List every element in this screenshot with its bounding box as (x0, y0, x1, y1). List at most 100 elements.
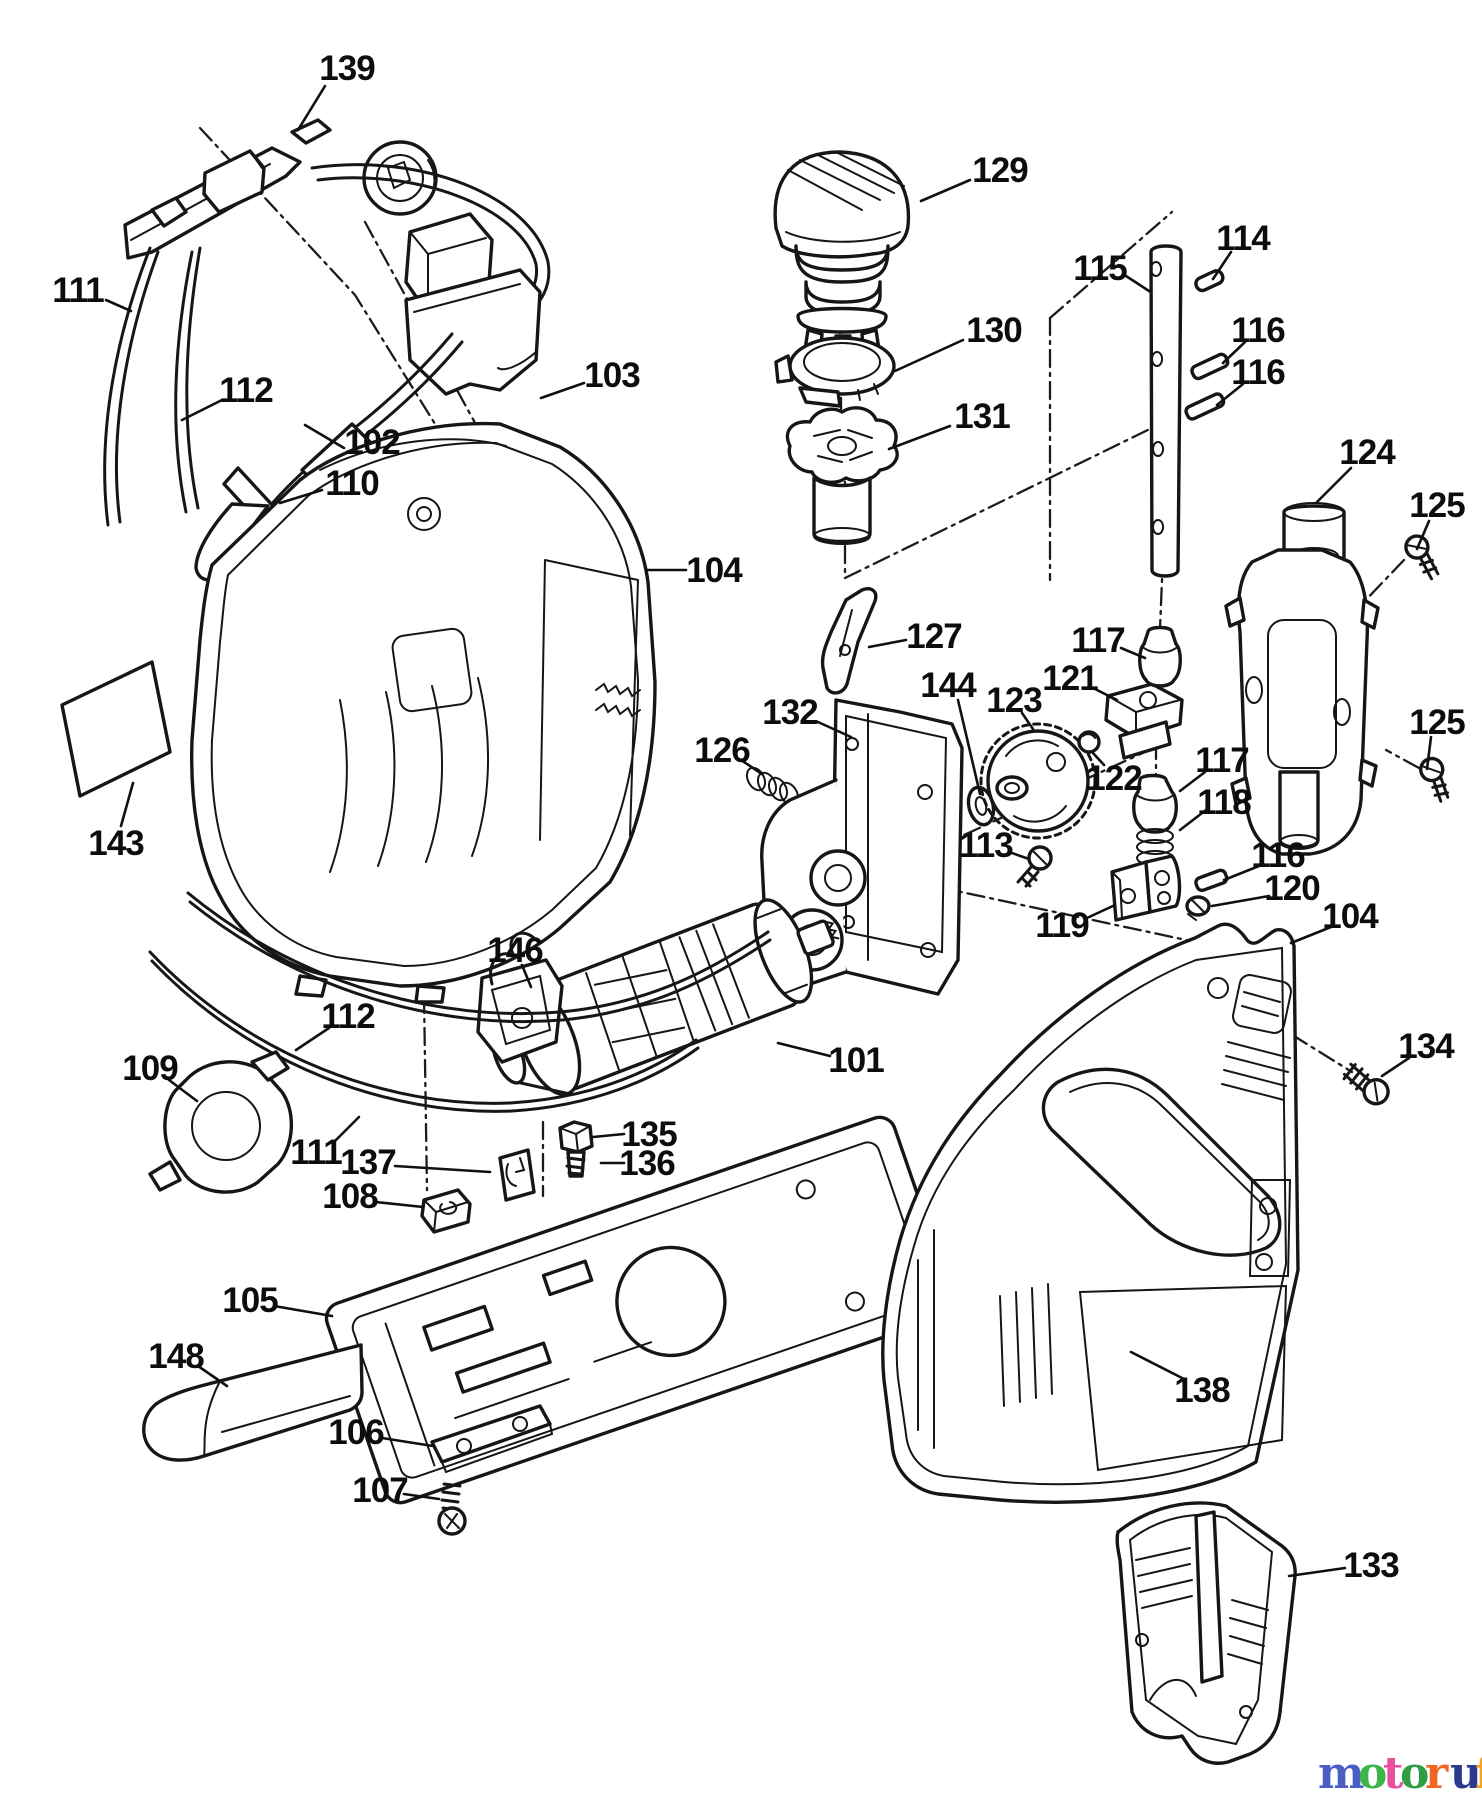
leader-line-129 (919, 178, 972, 203)
leader-line-133 (1287, 1566, 1347, 1578)
watermark-letter-4[interactable]: r (1425, 1748, 1449, 1799)
leader-line-115 (1124, 274, 1151, 293)
panel-138 (1078, 1284, 1288, 1472)
part-label-104: 104 (686, 551, 743, 590)
watermark-letter-1[interactable]: o (1358, 1748, 1387, 1799)
watermark-letter-6[interactable]: f (1475, 1748, 1482, 1799)
cord-111 (103, 246, 152, 527)
part-label-118: 118 (1197, 783, 1251, 822)
watermark-letter-0[interactable]: m (1318, 1748, 1365, 1799)
pin-116-bottom (1194, 868, 1229, 893)
part-label-122: 122 (1086, 759, 1142, 798)
leader-line-135 (591, 1132, 626, 1139)
cord-clamp-109 (148, 1050, 293, 1194)
part-label-110: 110 (325, 464, 379, 503)
watermark-letter-3[interactable]: o (1400, 1748, 1429, 1799)
clip-137 (498, 1148, 536, 1202)
part-label-144: 144 (920, 666, 977, 705)
leader-line-109 (167, 1078, 199, 1103)
leader-line-116 (1221, 340, 1247, 365)
leader-line-123 (1020, 711, 1035, 731)
part-label-116: 116 (1251, 836, 1305, 875)
part-label-148: 148 (148, 1337, 204, 1376)
part-label-113: 113 (959, 826, 1013, 865)
leader-line-105 (272, 1304, 334, 1318)
part-label-134: 134 (1398, 1027, 1455, 1066)
leader-line-103 (539, 381, 586, 400)
watermark-letter-2[interactable]: t (1383, 1748, 1404, 1799)
leader-line-117 (1178, 770, 1207, 793)
lever-127 (820, 587, 878, 695)
watermark-letter-5[interactable]: u (1450, 1748, 1482, 1799)
brush-assembly-146 (476, 931, 564, 1064)
part-label-146: 146 (487, 931, 543, 970)
right-housing-104 (881, 922, 1300, 1504)
part-label-117: 117 (1195, 741, 1248, 780)
part-label-139: 139 (319, 49, 375, 88)
part-label-133: 133 (1343, 1546, 1399, 1585)
bushing-117-lower (1132, 773, 1178, 834)
leader-line-148 (196, 1364, 229, 1388)
part-label-125: 125 (1409, 703, 1465, 742)
knob-assembly (773, 150, 911, 545)
screw-125-upper (1404, 534, 1440, 581)
leader-line-139 (296, 84, 327, 132)
support-plate-106 (430, 1404, 554, 1474)
square-nut-108 (420, 1188, 472, 1234)
pin-122 (1077, 730, 1101, 754)
knob-129 (773, 150, 911, 362)
leader-line-122 (1091, 751, 1106, 767)
part-label-119: 119 (1035, 906, 1089, 945)
flange-131 (785, 406, 899, 545)
screw-113 (1016, 845, 1053, 888)
leader-line-116 (1222, 864, 1261, 882)
part-label-105: 105 (222, 1281, 278, 1320)
leader-line-125 (1425, 735, 1433, 771)
switch-holder-103 (404, 268, 542, 396)
leader-line-132 (816, 720, 853, 739)
part-label-111: 111 (52, 271, 104, 310)
bushing-117-upper (1138, 625, 1182, 688)
leader-line-114 (1211, 250, 1233, 281)
leader-line-113 (1007, 850, 1031, 861)
leader-line-120 (1210, 894, 1271, 908)
part-label-129: 129 (972, 151, 1028, 190)
rod-115 (1149, 244, 1183, 578)
part-label-116: 116 (1231, 311, 1285, 350)
leader-line-117 (1119, 646, 1147, 660)
clamp-ring-130 (774, 336, 896, 408)
leader-line-125 (1415, 519, 1431, 551)
screw-120 (1185, 895, 1211, 921)
part-label-116: 116 (1231, 353, 1285, 392)
screw-136 (565, 1150, 586, 1178)
leader-line-138 (1129, 1350, 1186, 1381)
leader-line-127 (867, 638, 908, 649)
leader-line-108 (374, 1200, 425, 1209)
part-labels: 1391111121021101031291301311151141161161… (52, 49, 1466, 1585)
leader-line-119 (1085, 903, 1117, 920)
leader-line-146 (520, 963, 533, 989)
part-label-114: 114 (1216, 219, 1271, 258)
leader-line-101 (776, 1041, 832, 1058)
part-label-124: 124 (1339, 433, 1396, 472)
leader-line-116 (1215, 382, 1245, 407)
leader-line-126 (739, 758, 764, 776)
leader-line-111 (104, 298, 133, 313)
part-label-130: 130 (966, 311, 1022, 350)
part-label-111: 111 (290, 1133, 342, 1172)
watermark-motoruf[interactable]: motoruf.de (1318, 1748, 1482, 1799)
base-plate-105 (324, 1115, 956, 1505)
part-label-136: 136 (619, 1144, 675, 1183)
part-label-135: 135 (621, 1115, 677, 1154)
board-clamp (290, 118, 332, 145)
leader-line-110 (278, 488, 324, 505)
part-label-121: 121 (1042, 659, 1098, 698)
leader-line-107 (402, 1492, 441, 1501)
leader-line-112 (294, 1026, 331, 1052)
part-label-143: 143 (88, 824, 144, 863)
part-label-106: 106 (328, 1413, 384, 1452)
part-label-101: 101 (828, 1041, 884, 1080)
gear-123 (979, 722, 1097, 840)
